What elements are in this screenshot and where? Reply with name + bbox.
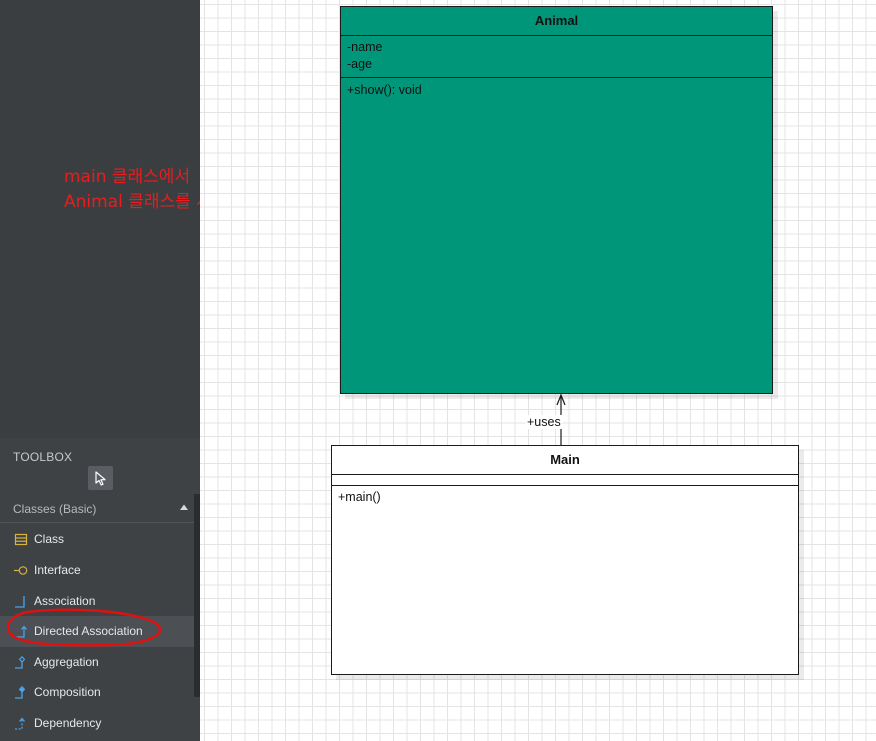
class-name: Animal xyxy=(534,13,579,28)
attributes-compartment[interactable]: -name -age xyxy=(341,36,772,77)
operation-row[interactable]: +main() xyxy=(338,490,381,504)
tool-label: Interface xyxy=(34,563,81,577)
pointer-tool-button[interactable] xyxy=(88,466,113,490)
interface-icon xyxy=(14,566,28,575)
operations-compartment[interactable]: +main() xyxy=(332,486,798,506)
left-panel: main 클래스에서 Animal 클래스를 사용함 TOOLBOX Class… xyxy=(0,0,243,741)
tool-label: Aggregation xyxy=(34,655,99,669)
triangle-up-icon[interactable] xyxy=(179,503,189,511)
section-title: Classes (Basic) xyxy=(13,502,97,516)
tool-label: Dependency xyxy=(34,716,102,730)
toolbox-title: TOOLBOX xyxy=(13,450,73,464)
association-label[interactable]: +uses xyxy=(526,415,562,429)
compartment-divider xyxy=(332,474,798,475)
attribute-row[interactable]: -age xyxy=(347,57,373,71)
annotation-line-1: main 클래스에서 xyxy=(64,167,191,187)
composition-icon xyxy=(15,686,26,699)
tool-item-interface[interactable]: Interface xyxy=(0,555,194,586)
tool-item-directed-association[interactable]: Directed Association xyxy=(0,616,194,647)
class-box-animal[interactable]: Animal -name -age +show(): void xyxy=(340,6,773,394)
association-icon xyxy=(15,596,25,608)
compartment-divider xyxy=(332,485,798,486)
compartment-divider xyxy=(341,35,772,36)
tool-label: Association xyxy=(34,594,96,608)
tool-item-dependency[interactable]: Dependency xyxy=(0,708,194,739)
attribute-row[interactable]: -name xyxy=(347,40,383,54)
class-name: Main xyxy=(550,452,580,467)
tool-label: Directed Association xyxy=(34,624,143,638)
cursor-icon xyxy=(94,470,106,486)
tool-label: Class xyxy=(34,532,65,546)
handwritten-annotation: main 클래스에서 Animal 클래스를 사용함 xyxy=(64,165,243,215)
aggregation-icon xyxy=(15,656,26,669)
attributes-compartment[interactable] xyxy=(332,475,798,485)
tool-item-class[interactable]: Class xyxy=(0,524,194,555)
tool-item-association[interactable]: Association xyxy=(0,586,194,617)
toolbox: TOOLBOX Classes (Basic) Class xyxy=(0,438,200,741)
operation-row[interactable]: +show(): void xyxy=(347,83,422,97)
tool-item-aggregation[interactable]: Aggregation xyxy=(0,647,194,678)
tool-item-composition[interactable]: Composition xyxy=(0,677,194,708)
tool-label: Composition xyxy=(34,685,101,699)
annotation-line-2: Animal 클래스를 사용함 xyxy=(64,192,244,212)
class-box-main[interactable]: Main +main() xyxy=(331,445,799,675)
compartment-divider xyxy=(341,77,772,78)
classes-basic-section-header[interactable]: Classes (Basic) xyxy=(0,494,200,523)
diagram-canvas[interactable]: Animal -name -age +show(): void Main +ma… xyxy=(200,0,876,741)
directed-association-icon xyxy=(15,625,27,638)
toolbox-scrollbar[interactable] xyxy=(194,494,200,697)
class-icon xyxy=(14,533,28,546)
dependency-icon xyxy=(15,717,25,730)
operations-compartment[interactable]: +show(): void xyxy=(341,78,772,99)
